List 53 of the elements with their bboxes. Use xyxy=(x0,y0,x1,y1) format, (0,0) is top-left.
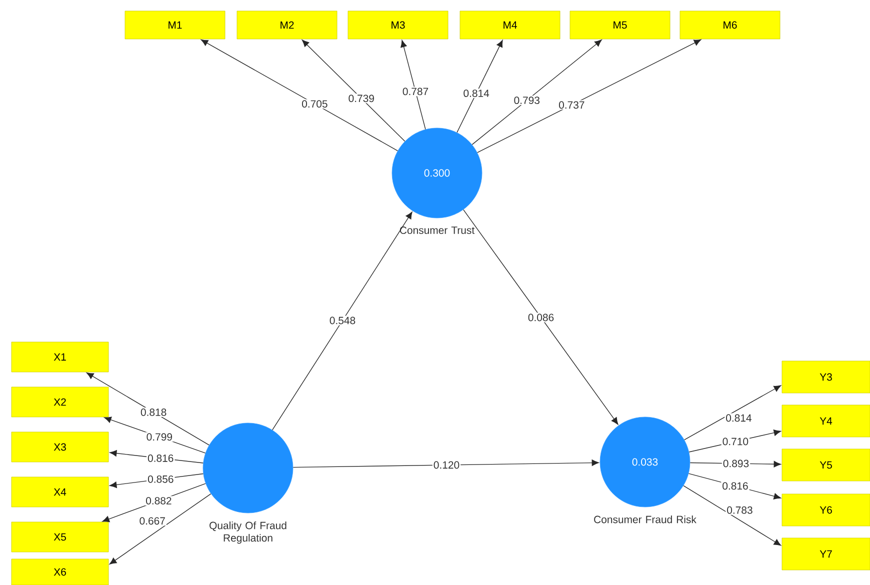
arrow xyxy=(109,493,212,564)
arrow xyxy=(463,209,618,425)
indicator-box: M4 xyxy=(460,10,560,40)
indicator-box: X6 xyxy=(11,558,109,585)
arrow xyxy=(456,40,503,133)
edge-label: 0.705 xyxy=(300,99,329,109)
indicator-box: Y4 xyxy=(782,404,870,438)
edge-label: 0.814 xyxy=(462,88,490,98)
edge-label: 0.783 xyxy=(726,505,754,515)
indicator-box: X4 xyxy=(11,476,109,508)
arrow xyxy=(272,212,412,430)
indicator-box: X3 xyxy=(11,432,109,462)
indicator-box: Y3 xyxy=(782,360,870,394)
edge-label: 0.882 xyxy=(144,496,173,506)
edge-label: 0.816 xyxy=(146,454,175,463)
edge-label: 0.739 xyxy=(347,94,376,104)
arrow xyxy=(684,385,782,440)
arrow xyxy=(683,485,782,546)
indicator-box: M2 xyxy=(236,10,338,40)
indicator-box: X5 xyxy=(11,522,109,552)
indicator-box: X2 xyxy=(11,386,109,418)
indicator-box: Y6 xyxy=(782,494,870,526)
edge-label: 0.120 xyxy=(432,460,461,470)
edge-label: 0.793 xyxy=(512,96,541,106)
edge-label: 0.799 xyxy=(145,432,174,442)
arrow xyxy=(302,40,406,142)
edge-label: 0.548 xyxy=(328,316,357,326)
edge-label: 0.816 xyxy=(721,481,750,491)
indicator-box: M6 xyxy=(680,10,780,40)
indicator-box: Y5 xyxy=(782,448,870,482)
edge-label: 0.737 xyxy=(558,100,586,110)
construct-label: Consumer Fraud Risk xyxy=(594,516,696,524)
edge-label: 0.086 xyxy=(526,312,556,322)
indicator-box: M5 xyxy=(570,10,670,40)
arrow xyxy=(86,372,210,446)
edge-label: 0.787 xyxy=(401,86,430,96)
indicator-box: Y7 xyxy=(782,538,870,570)
indicator-box: M1 xyxy=(124,10,226,40)
edge-label: 0.710 xyxy=(721,436,750,446)
edge-label: 0.667 xyxy=(138,516,166,526)
arrow xyxy=(200,39,398,152)
edge-label: 0.856 xyxy=(146,474,175,484)
arrow xyxy=(400,40,426,130)
indicator-box: M3 xyxy=(348,10,448,40)
construct-label: Quality Of Fraud Regulation xyxy=(210,522,286,544)
indicator-box: X1 xyxy=(11,342,109,372)
edge-label: 0.814 xyxy=(724,413,753,423)
edge-label: 0.893 xyxy=(722,458,750,468)
arrow xyxy=(472,40,602,145)
arrow xyxy=(292,460,599,468)
arrow xyxy=(477,39,702,153)
construct-label: Consumer Trust xyxy=(400,226,475,234)
edge-label: 0.818 xyxy=(140,408,168,417)
